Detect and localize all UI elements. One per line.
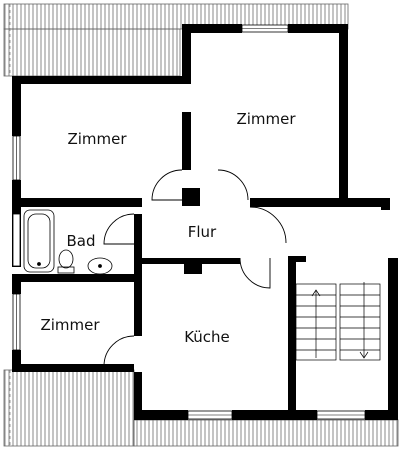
- room-label-kueche: Küche: [184, 328, 230, 346]
- room-label-bad: Bad: [66, 232, 95, 250]
- window-bad: [12, 213, 21, 267]
- walls: [12, 24, 398, 420]
- roof-overhang-bottom: [3, 369, 399, 447]
- windows: [12, 24, 366, 420]
- staircase: [295, 282, 381, 361]
- bathtub: [23, 209, 55, 273]
- room-label-zimmer-right-top: Zimmer: [236, 110, 296, 128]
- toilet: [57, 249, 75, 274]
- room-label-zimmer-left-top: Zimmer: [67, 130, 127, 148]
- room-label-zimmer-left-bottom: Zimmer: [40, 316, 100, 334]
- room-label-flur: Flur: [188, 223, 217, 241]
- roof-overhang-top: [3, 3, 349, 77]
- door-swings: [103, 169, 287, 367]
- sink: [87, 257, 113, 275]
